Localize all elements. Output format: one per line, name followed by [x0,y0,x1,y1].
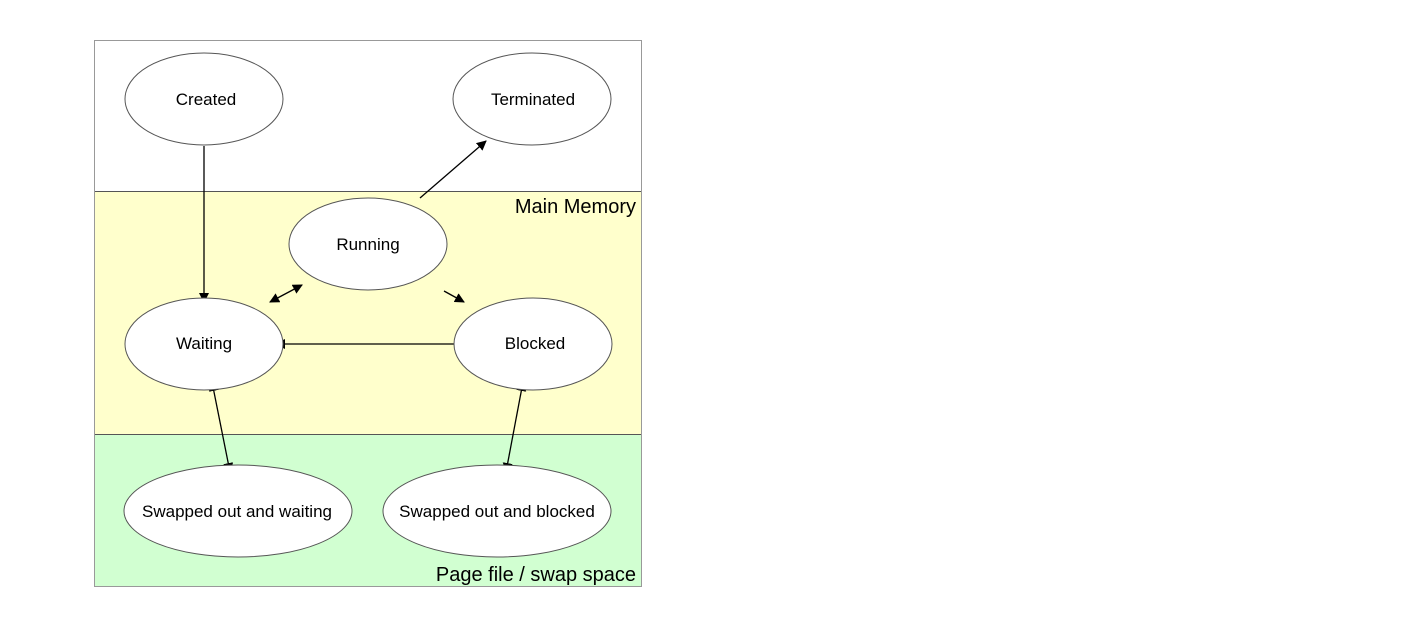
arrow-running-waiting [269,284,303,303]
state-terminated: Terminated [452,52,612,146]
arrow-blocked-swapped-blocked [502,381,527,473]
state-swapped-waiting: Swapped out and waiting [123,464,353,558]
main-memory-label: Main Memory [515,196,636,218]
arrow-running-to-terminated [419,140,487,199]
state-swapped-blocked: Swapped out and blocked [382,464,612,558]
state-blocked-label: Blocked [505,334,565,353]
arrow-running-to-blocked [443,290,465,303]
state-swapped-waiting-label: Swapped out and waiting [142,502,332,521]
state-waiting: Waiting [124,297,284,391]
state-waiting-label: Waiting [176,334,232,353]
state-running: Running [288,197,448,291]
state-created-label: Created [176,90,236,109]
swap-space-label: Page file / swap space [436,564,636,586]
state-terminated-label: Terminated [491,90,575,109]
arrow-waiting-swapped-waiting [208,381,234,473]
diagram-border [94,40,642,587]
state-created: Created [124,52,284,146]
state-blocked: Blocked [453,297,613,391]
state-running-label: Running [336,235,399,254]
state-swapped-blocked-label: Swapped out and blocked [399,502,595,521]
